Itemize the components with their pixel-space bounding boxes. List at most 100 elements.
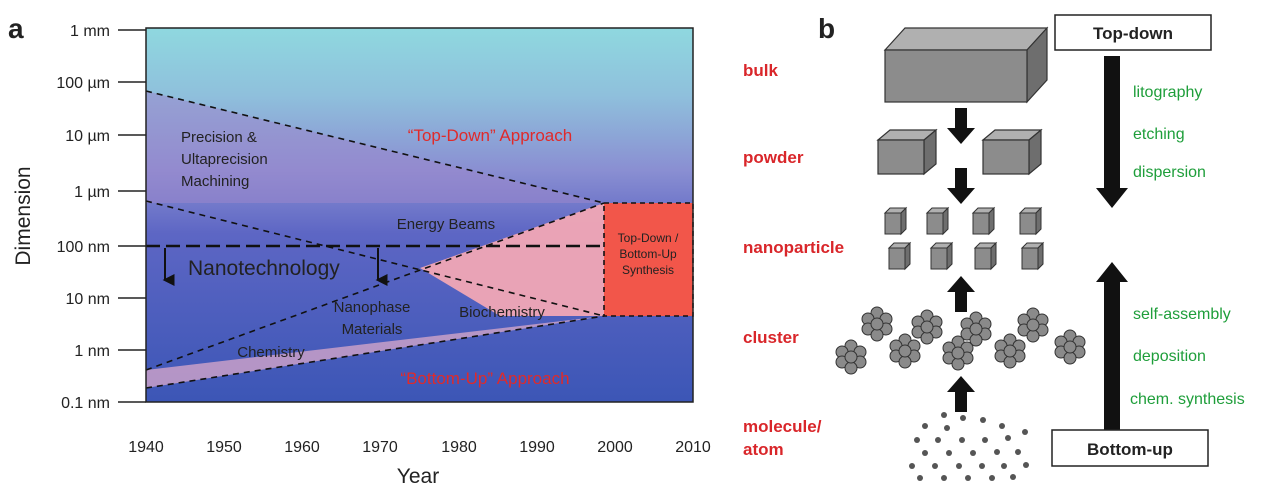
atom xyxy=(980,417,986,423)
bottom-up-arrow xyxy=(1096,262,1128,430)
method-bottom-up: deposition xyxy=(1133,348,1206,365)
nanoparticle-cube xyxy=(1018,206,1043,236)
machining-label-line2: Ultaprecision xyxy=(181,151,268,168)
atom xyxy=(1010,474,1016,480)
x-tick-label: 1990 xyxy=(519,439,555,456)
region-boundaries xyxy=(145,90,605,389)
atom xyxy=(960,415,966,421)
x-tick-label: 1970 xyxy=(362,439,398,456)
atom xyxy=(917,475,923,481)
atom xyxy=(999,423,1005,429)
top-down-box-label: Top-down xyxy=(1093,24,1173,43)
y-tick-label: 1 µm xyxy=(74,184,110,201)
x-tick-label: 2000 xyxy=(597,439,633,456)
cluster xyxy=(960,311,992,347)
y-tick-label: 1 mm xyxy=(70,23,110,40)
chemistry-label: Chemistry xyxy=(237,344,305,361)
synthesis-label-line2: Bottom-Up xyxy=(619,247,677,261)
machining-label-line1: Precision & xyxy=(181,129,257,146)
nanoparticle-cube xyxy=(887,241,912,271)
bottom-up-box-label: Bottom-up xyxy=(1087,440,1173,459)
atom xyxy=(1023,462,1029,468)
nanoparticle-cube xyxy=(925,206,950,236)
atom xyxy=(970,450,976,456)
nanoparticle-group xyxy=(883,206,1045,271)
method-top-down: etching xyxy=(1133,126,1185,143)
level-label-powder: powder xyxy=(743,148,804,167)
cluster-group xyxy=(835,306,1086,375)
nanophase-label-line2: Materials xyxy=(342,321,403,338)
panel-b-letter: b xyxy=(818,13,835,44)
y-axis-title: Dimension xyxy=(12,166,35,265)
method-bottom-up: chem. synthesis xyxy=(1130,391,1245,408)
y-tick-label: 100 nm xyxy=(57,239,110,256)
atom xyxy=(941,412,947,418)
atom xyxy=(909,463,915,469)
atom xyxy=(935,437,941,443)
atom xyxy=(941,475,947,481)
cluster xyxy=(861,306,893,342)
atom xyxy=(944,425,950,431)
atom xyxy=(946,450,952,456)
synthesis-label-line1: Top-Down / xyxy=(618,231,679,245)
cluster xyxy=(889,333,921,369)
x-tick-label: 2010 xyxy=(675,439,711,456)
arrow-up-2 xyxy=(947,376,975,412)
atom xyxy=(979,463,985,469)
y-tick-label: 100 µm xyxy=(56,75,110,92)
method-top-down: dispersion xyxy=(1133,164,1206,181)
y-axis: 1 mm 100 µm 10 µm 1 µm 100 nm 10 nm 1 nm… xyxy=(12,23,146,412)
x-axis: 1940 1950 1960 1970 1980 1990 2000 2010 … xyxy=(128,439,711,488)
nanoparticle-cube xyxy=(1020,241,1045,271)
top-down-box xyxy=(1054,14,1212,51)
nanotechnology-label: Nanotechnology xyxy=(188,257,340,280)
x-tick-label: 1960 xyxy=(284,439,320,456)
nanoparticle-cube xyxy=(973,241,998,271)
atom xyxy=(965,475,971,481)
atom xyxy=(1022,429,1028,435)
atom xyxy=(922,450,928,456)
cluster xyxy=(1054,329,1086,365)
synthesis-label-line3: Synthesis xyxy=(622,263,674,277)
top-down-label: “Top-Down” Approach xyxy=(408,126,572,145)
arrow-down-1 xyxy=(947,108,975,144)
x-tick-label: 1940 xyxy=(128,439,164,456)
atom xyxy=(989,475,995,481)
level-label-nanoparticle: nanoparticle xyxy=(743,238,844,257)
bulk-block xyxy=(883,26,1049,104)
nanoparticle-cube xyxy=(929,241,954,271)
powder-block xyxy=(981,128,1043,176)
x-tick-label: 1950 xyxy=(206,439,242,456)
plot-frame xyxy=(145,27,694,403)
y-tick-label: 0.1 nm xyxy=(61,395,110,412)
atom xyxy=(956,463,962,469)
atom xyxy=(914,437,920,443)
panel-b: b bulk powder nanoparticle cluster molec… xyxy=(743,13,1245,481)
y-tick-label: 10 µm xyxy=(65,128,110,145)
level-label-molecule: molecule/ xyxy=(743,417,822,436)
atom xyxy=(982,437,988,443)
nanoparticle-cube xyxy=(971,206,996,236)
cluster xyxy=(911,309,943,345)
atom xyxy=(994,449,1000,455)
cluster xyxy=(835,339,867,375)
bottom-up-box xyxy=(1051,429,1209,467)
atom xyxy=(922,423,928,429)
y-tick-label: 1 nm xyxy=(74,343,110,360)
method-top-down: litography xyxy=(1133,84,1202,101)
x-axis-title: Year xyxy=(397,465,439,488)
atom xyxy=(1001,463,1007,469)
energy-beams-label: Energy Beams xyxy=(397,216,495,233)
nanophase-label-line1: Nanophase xyxy=(334,299,411,316)
arrow-down-2 xyxy=(947,168,975,204)
atom xyxy=(1015,449,1021,455)
panel-a-letter: a xyxy=(8,13,24,44)
biochemistry-label: Biochemistry xyxy=(459,304,545,321)
level-label-atom: atom xyxy=(743,440,784,459)
overlap-region xyxy=(420,203,604,316)
atom xyxy=(1005,435,1011,441)
y-tick-label: 10 nm xyxy=(66,291,110,308)
bottom-up-label: “Bottom-Up” Approach xyxy=(400,369,569,388)
nanoparticle-cube xyxy=(883,206,908,236)
